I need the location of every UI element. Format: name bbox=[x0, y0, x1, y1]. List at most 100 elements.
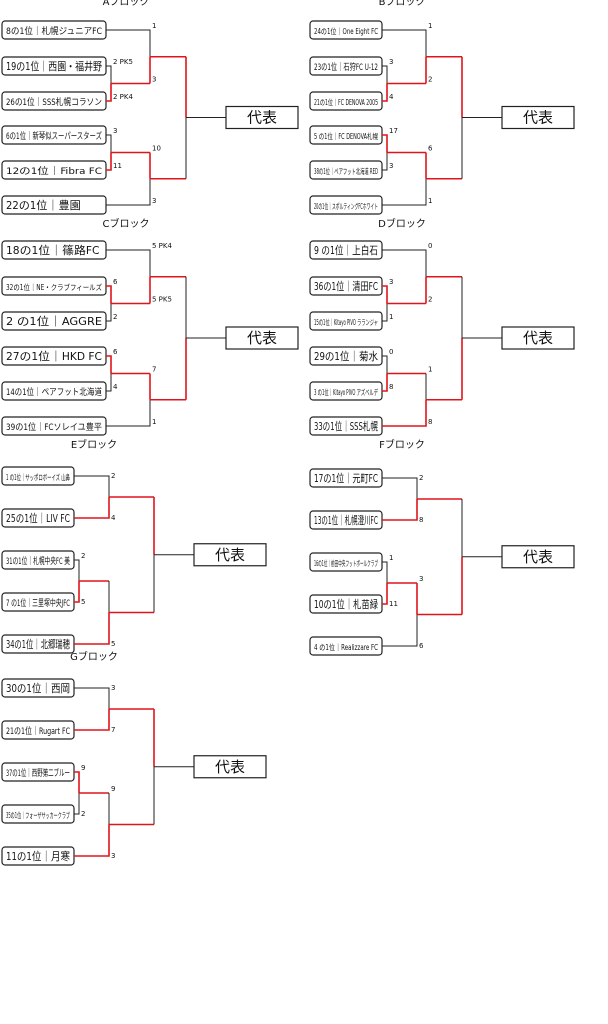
team-name: 15の1位｜Kitayo PIVO ラランジャ bbox=[314, 317, 378, 327]
team-name: 16の1位｜前田中央フットボールクラブ bbox=[314, 558, 378, 568]
team-entry: 2 の1位｜AGGRE bbox=[1, 311, 107, 331]
bracket-line bbox=[382, 355, 388, 374]
team-entry: 8の1位｜札幌ジュニアFC bbox=[1, 20, 107, 40]
bracket-line bbox=[382, 65, 388, 84]
team-entry: 1 の1位｜サッポロボーイズ 山鼻 bbox=[1, 466, 75, 486]
match-score: 8 bbox=[428, 418, 432, 426]
team-name: 13の1位｜札幌澄川FC bbox=[314, 513, 378, 527]
team-name: 4 の1位｜Realizzare FC bbox=[314, 642, 378, 652]
team-entry: 39の1位｜FCソレイユ豊平 bbox=[1, 416, 107, 436]
team-entry: 38の1位｜ペアフット北海道 RED bbox=[309, 160, 383, 180]
bracket-line bbox=[74, 559, 80, 581]
bracket-line bbox=[74, 497, 110, 519]
team-entry: 20の1位｜スポルティングFCホワイト bbox=[309, 195, 383, 215]
team-entry: 9 の1位｜上白石 bbox=[309, 240, 383, 260]
representative-box: 代表 bbox=[501, 326, 575, 350]
match-score: 11 bbox=[113, 162, 122, 170]
bracket-line bbox=[106, 29, 151, 57]
team-name: 32の1位｜NE・クラブフィールズ bbox=[6, 282, 102, 292]
team-entry: 29の1位｜菊水 bbox=[309, 346, 383, 366]
team-name: 36の1位｜清田FC bbox=[314, 279, 378, 293]
team-name: 21の1位｜Rugart FC bbox=[6, 725, 70, 737]
representative-label: 代表 bbox=[215, 758, 245, 776]
match-score: 2 bbox=[428, 296, 432, 304]
bracket-line bbox=[74, 824, 110, 857]
team-entry: 25の1位｜LIV FC bbox=[1, 508, 75, 528]
team-name: 10の1位｜札苗緑 bbox=[314, 597, 378, 611]
match-score: 3 bbox=[389, 162, 393, 170]
team-name: 34の1位｜北郷瑞穂 bbox=[6, 637, 70, 651]
match-score: 4 bbox=[113, 383, 118, 391]
match-score: 1 bbox=[389, 313, 393, 321]
bracket-line bbox=[74, 793, 80, 815]
team-name: 22の1位｜豊園 bbox=[6, 198, 81, 212]
team-entry: 14の1位｜ペアフット北海道 bbox=[1, 381, 107, 401]
representative-box: 代表 bbox=[225, 105, 299, 130]
match-score: 2 bbox=[428, 76, 432, 84]
team-name: 2 の1位｜AGGRE bbox=[6, 314, 102, 328]
bracket-line bbox=[382, 477, 418, 499]
team-entry: 32の1位｜NE・クラブフィールズ bbox=[1, 276, 107, 296]
team-name: 11の1位｜月寒 bbox=[6, 849, 70, 863]
team-entry: 13の1位｜札幌澄川FC bbox=[309, 510, 383, 530]
match-score: 6 bbox=[428, 145, 433, 153]
bracket-line bbox=[382, 178, 427, 206]
bracket-line bbox=[106, 399, 151, 427]
bracket-line bbox=[382, 561, 388, 583]
team-entry: 21の1位｜FC DENOVA 2005 bbox=[309, 91, 383, 111]
block-title: Cブロック bbox=[103, 217, 150, 230]
match-score: 9 bbox=[111, 785, 115, 793]
bracket-line bbox=[382, 285, 388, 304]
block-title: Dブロック bbox=[378, 217, 426, 230]
block-a: Aブロック8の1位｜札幌ジュニアFC19の1位｜西園・福井野26の1位｜SSS札… bbox=[1, 0, 299, 215]
bracket-line bbox=[74, 612, 110, 645]
team-entry: 11の1位｜月寒 bbox=[1, 846, 75, 866]
team-name: 31の1位｜札幌中央FC 美 bbox=[6, 555, 70, 567]
team-entry: 26の1位｜SSS札幌コラソン bbox=[1, 91, 107, 111]
team-entry: 4 の1位｜Realizzare FC bbox=[309, 636, 383, 656]
match-score: 2 bbox=[111, 472, 115, 480]
team-name: 20の1位｜スポルティングFCホワイト bbox=[314, 201, 378, 211]
bracket-line bbox=[74, 771, 80, 793]
bracket-line bbox=[382, 152, 388, 171]
team-entry: 16の1位｜前田中央フットボールクラブ bbox=[309, 552, 383, 572]
block-d: Dブロック 9 の1位｜上白石 36の1位｜清田FC 15の1位｜Kitayo PIV… bbox=[309, 217, 575, 436]
representative-box: 代表 bbox=[225, 326, 299, 350]
bracket-line bbox=[74, 687, 110, 709]
team-name: 3 の1位｜Kitayo PIVO アズベルデ bbox=[314, 387, 378, 397]
team-entry: 15の1位｜Kitayo PIVO ラランジャ bbox=[309, 311, 383, 331]
representative-box: 代表 bbox=[501, 545, 575, 569]
match-score: 7 bbox=[111, 726, 115, 734]
match-score: 3 bbox=[389, 58, 393, 66]
team-name: 21の1位｜FC DENOVA 2005 bbox=[314, 97, 378, 107]
match-score: 3 bbox=[152, 197, 156, 205]
team-entry: 35の1位｜フォーザサッカークラブ bbox=[1, 804, 75, 824]
team-entry: 12の1位｜Fibra FC bbox=[1, 160, 107, 180]
match-score: 2 bbox=[81, 810, 85, 818]
team-entry: 7 の1位｜三里塚中央JFC bbox=[1, 592, 75, 612]
team-entry: 22の1位｜豊園 bbox=[1, 195, 107, 215]
representative-label: 代表 bbox=[247, 109, 277, 127]
match-score: 5 bbox=[81, 598, 85, 606]
team-entry: 24の1位｜One Eight FC bbox=[309, 20, 383, 40]
team-name: 5 の1位｜FC DENOVA札幌 bbox=[314, 131, 378, 141]
match-score: 8 bbox=[419, 516, 423, 524]
match-score: 3 bbox=[419, 575, 423, 583]
team-name: 14の1位｜ペアフット北海道 bbox=[6, 386, 102, 398]
match-score: 1 bbox=[428, 366, 432, 374]
team-name: 37の1位｜西野第二ブルー bbox=[6, 767, 70, 779]
bracket-line bbox=[382, 614, 418, 647]
representative-label: 代表 bbox=[215, 546, 245, 564]
match-score: 5 PK5 bbox=[152, 296, 172, 304]
team-name: 33の1位｜SSS札幌 bbox=[314, 419, 378, 433]
team-name: 24の1位｜One Eight FC bbox=[314, 26, 378, 36]
team-name: 29の1位｜菊水 bbox=[314, 349, 378, 363]
bracket-line bbox=[382, 303, 388, 322]
team-name: 25の1位｜LIV FC bbox=[6, 511, 70, 525]
block-title: Fブロック bbox=[379, 438, 425, 451]
team-name: 38の1位｜ペアフット北海道 RED bbox=[314, 166, 378, 176]
team-entry: 34の1位｜北郷瑞穂 bbox=[1, 634, 75, 654]
bracket-line bbox=[382, 134, 388, 153]
